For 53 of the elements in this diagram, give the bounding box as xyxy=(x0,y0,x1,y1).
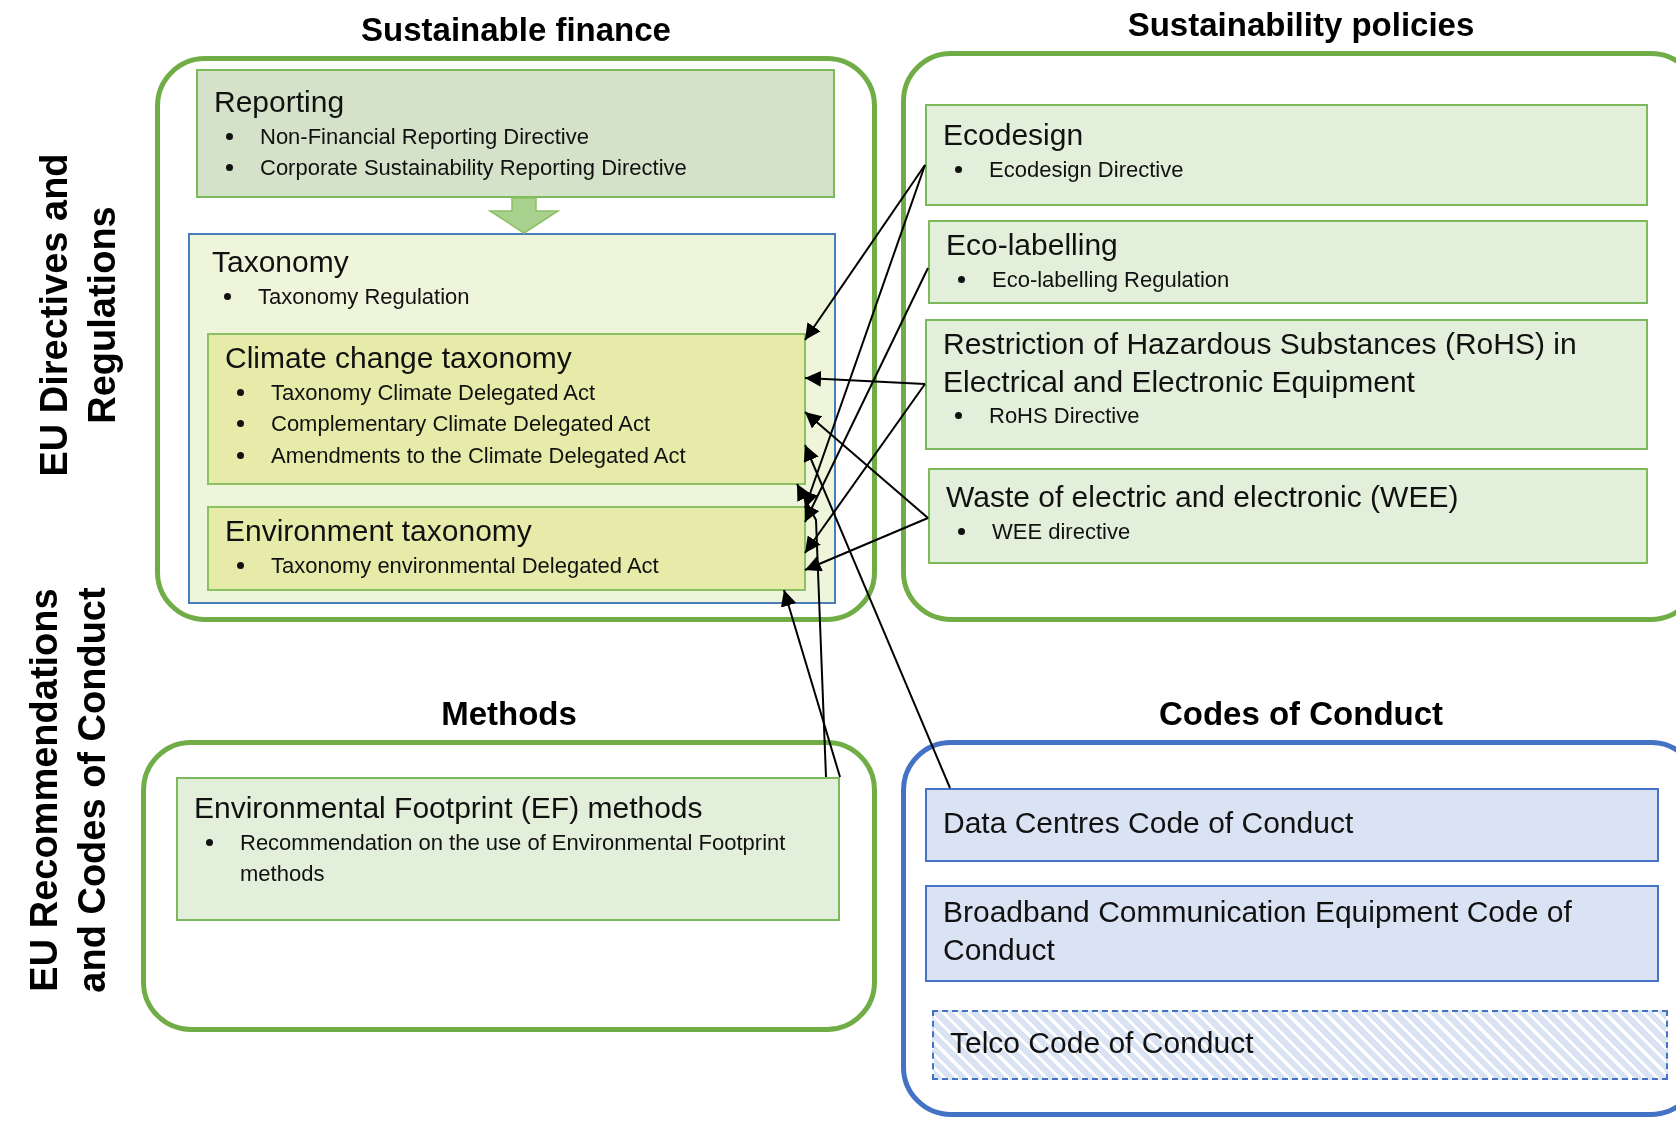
bullet-item: Taxonomy Climate Delegated Act xyxy=(271,379,596,405)
arrow xyxy=(780,589,841,778)
category-box xyxy=(207,333,806,485)
block-arrow xyxy=(487,197,561,234)
side-label: EU Recommendations and Codes of Conduct xyxy=(21,586,113,995)
bullet-item: Taxonomy environmental Delegated Act xyxy=(271,552,659,578)
arrow xyxy=(804,267,929,523)
bullet-item: WEE directive xyxy=(992,518,1131,544)
box-heading: Environment taxonomy xyxy=(225,513,533,549)
bullet-item: Ecodesign Directive xyxy=(989,156,1184,182)
category-box xyxy=(925,319,1648,450)
box-heading: Restriction of Hazardous Substances (RoHS) in Electrical and Electronic Equipment xyxy=(943,326,1578,400)
bullet-item: RoHS Directive xyxy=(989,403,1140,428)
category-box xyxy=(925,788,1659,862)
box-heading: Broadband Communication Equipment Code of Conduct xyxy=(943,894,1573,968)
arrow xyxy=(804,517,929,572)
box-heading: Climate change taxonomy xyxy=(225,340,573,376)
box-heading: Data Centres Code of Conduct xyxy=(943,805,1355,841)
bullet-item: Recommendation on the use of Environmental Footprint methods xyxy=(240,829,786,887)
arrow xyxy=(796,483,827,778)
category-box xyxy=(196,69,835,198)
bullet-item: Complementary Climate Delegated Act xyxy=(271,411,651,437)
group-title: Methods xyxy=(440,695,578,733)
arrow xyxy=(804,164,926,341)
arrow xyxy=(804,411,929,519)
category-box xyxy=(925,885,1659,982)
bullet-item: Corporate Sustainability Reporting Directive xyxy=(260,155,687,181)
bullet-item: Taxonomy Regulation xyxy=(258,283,470,309)
group-title: Codes of Conduct xyxy=(1157,695,1445,733)
arrow xyxy=(802,164,926,509)
bullet-item: Eco-labelling Regulation xyxy=(992,266,1230,292)
category-box xyxy=(925,104,1648,206)
category-box xyxy=(932,1010,1668,1080)
bullet-item: Amendments to the Climate Delegated Act xyxy=(271,443,686,469)
box-heading: Eco-labelling xyxy=(946,227,1119,263)
category-box xyxy=(188,233,836,604)
category-box xyxy=(176,777,840,921)
box-heading: Telco Code of Conduct xyxy=(950,1025,1255,1061)
arrow xyxy=(804,370,926,387)
box-heading: Ecodesign xyxy=(943,117,1085,153)
box-heading: Reporting xyxy=(214,84,346,120)
category-box xyxy=(928,468,1648,564)
group-title: Sustainable finance xyxy=(360,11,672,49)
side-label: EU Directives and Regulations xyxy=(31,152,124,479)
group-title: Sustainability policies xyxy=(1126,6,1476,44)
box-heading: Taxonomy xyxy=(212,244,350,280)
box-heading: Environmental Footprint (EF) methods xyxy=(194,790,704,826)
box-heading: Waste of electric and electronic (WEE) xyxy=(946,479,1460,515)
category-box xyxy=(928,220,1648,304)
category-box xyxy=(207,506,806,591)
bullet-item: Non-Financial Reporting Directive xyxy=(260,123,589,149)
arrow xyxy=(803,444,951,789)
arrow xyxy=(804,383,926,554)
